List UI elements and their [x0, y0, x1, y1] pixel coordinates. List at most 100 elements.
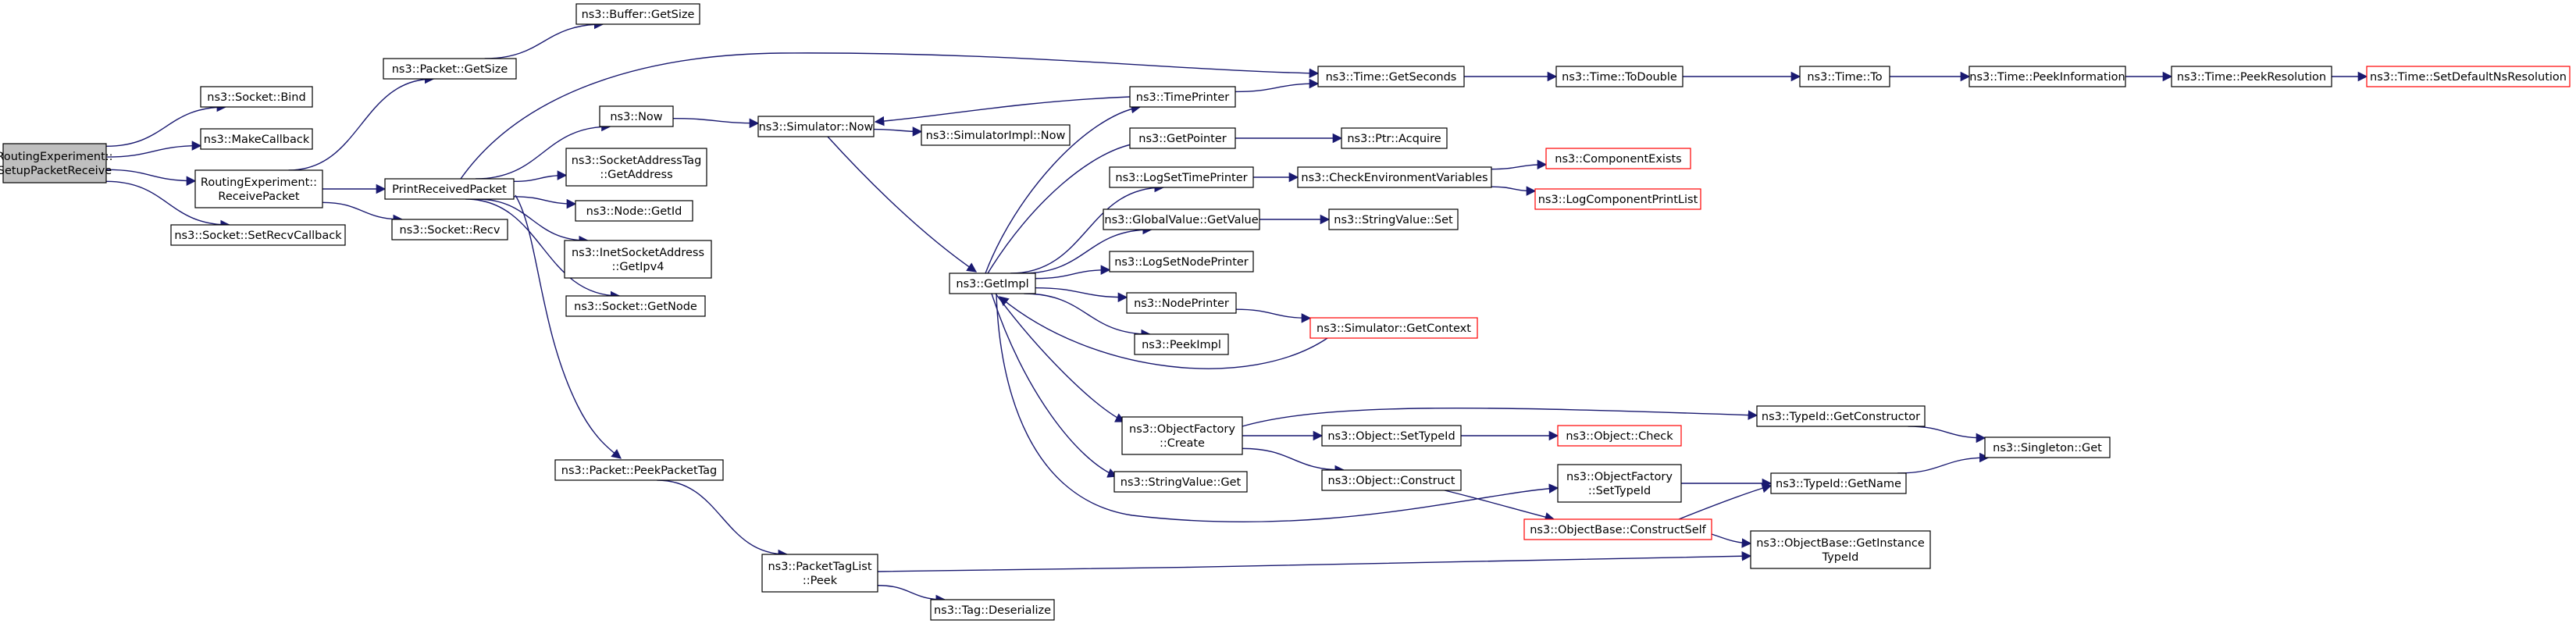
node-box-getnode [565, 295, 706, 317]
node-implnow[interactable]: ns3::SimulatorImpl::Now [921, 124, 1071, 146]
node-makecb[interactable]: ns3::MakeCallback [200, 128, 313, 150]
node-label-compexists-0: ns3::ComponentExists [1555, 153, 1682, 166]
call-edge-constself-to-getinst [1711, 533, 1752, 548]
node-box-ptracq [1341, 127, 1448, 149]
node-peekinfo[interactable]: ns3::Time::PeekInformation [1969, 66, 2126, 87]
node-print[interactable]: PrintReceivedPacket [384, 178, 515, 200]
node-getsec[interactable]: ns3::Time::GetSeconds [1317, 66, 1465, 87]
call-edge-setup-to-receive [105, 169, 197, 187]
node-singleton[interactable]: ns3::Singleton::Get [1984, 436, 2111, 458]
node-label-timeto-0: ns3::Time::To [1807, 71, 1882, 84]
node-ofsettype[interactable]: ns3::ObjectFactory::SetTypeId [1557, 464, 1682, 503]
node-box-logtp [1109, 166, 1254, 188]
node-simctx[interactable]: ns3::Simulator::GetContext [1309, 317, 1478, 339]
node-construct[interactable]: ns3::Object::Construct [1321, 469, 1462, 491]
node-label-inet-0: ns3::InetSocketAddress [572, 247, 704, 259]
node-tprinter[interactable]: ns3::TimePrinter [1129, 86, 1236, 108]
node-tagdes[interactable]: ns3::Tag::Deserialize [930, 599, 1055, 621]
node-compexists[interactable]: ns3::ComponentExists [1545, 148, 1691, 169]
node-label-nprinter-0: ns3::NodePrinter [1134, 297, 1229, 310]
node-box-construct [1321, 469, 1462, 491]
node-getctor[interactable]: ns3::TypeId::GetConstructor [1756, 405, 1926, 427]
call-edge-checkenv-to-compexists [1491, 159, 1548, 170]
node-box-compexists [1545, 148, 1691, 169]
node-setdef[interactable]: ns3::Time::SetDefaultNsResolution [2366, 66, 2571, 87]
node-box-peekinfo [1969, 66, 2126, 87]
node-box-recv [391, 219, 508, 240]
node-ptltag[interactable]: ns3::PacketTagList::Peek [761, 554, 878, 593]
node-ptracq[interactable]: ns3::Ptr::Acquire [1341, 127, 1448, 149]
node-svget[interactable]: ns3::StringValue::Get [1113, 471, 1248, 493]
call-edge-ptltag-to-getinst [877, 550, 1752, 572]
node-label-ofsettype-0: ns3::ObjectFactory [1566, 471, 1673, 483]
call-edge-tprinter-to-getsec [1235, 78, 1320, 93]
node-label-receive-0: RoutingExperiment:: [201, 176, 317, 189]
node-box-peekimpl [1134, 333, 1229, 355]
node-gvget[interactable]: ns3::GlobalValue::GetValue [1103, 208, 1260, 230]
call-edge-getimpl-to-tprinter [985, 103, 1142, 274]
node-box-singleton [1984, 436, 2111, 458]
call-edge-receive-to-pktsize [288, 73, 435, 171]
node-box-tprinter [1129, 86, 1236, 108]
node-setrecv[interactable]: ns3::Socket::SetRecvCallback [170, 224, 346, 246]
node-label-constself-0: ns3::ObjectBase::ConstructSelf [1530, 524, 1706, 536]
node-checkenv[interactable]: ns3::CheckEnvironmentVariables [1297, 166, 1492, 188]
call-edge-ofcreate-to-getctor [1242, 408, 1758, 427]
call-edge-getimpl-to-peekimpl [1024, 293, 1151, 340]
node-satag[interactable]: ns3::SocketAddressTag::GetAddress [565, 148, 707, 187]
node-box-simctx [1309, 317, 1478, 339]
node-label-satag-0: ns3::SocketAddressTag [572, 155, 702, 167]
node-objcheck[interactable]: ns3::Object::Check [1557, 425, 1682, 447]
node-label-ofsettype-1: ::SetTypeId [1588, 485, 1651, 497]
node-label-simnow-0: ns3::Simulator::Now [759, 121, 874, 134]
node-timeto[interactable]: ns3::Time::To [1799, 66, 1890, 87]
call-edge-print-to-peekpkt [515, 194, 622, 459]
node-pktsize[interactable]: ns3::Packet::GetSize [383, 58, 517, 80]
node-label-getptr-0: ns3::GetPointer [1138, 133, 1227, 145]
node-logcomp[interactable]: ns3::LogComponentPrintList [1534, 188, 1701, 210]
node-label-tprinter-0: ns3::TimePrinter [1136, 91, 1230, 104]
node-receive[interactable]: RoutingExperiment::ReceivePacket [194, 169, 323, 208]
node-box-svget [1113, 471, 1248, 493]
node-label-getctor-0: ns3::TypeId::GetConstructor [1762, 411, 1920, 423]
node-getimpl[interactable]: ns3::GetImpl [949, 273, 1036, 294]
node-label-inet-1: ::GetIpv4 [612, 261, 664, 273]
node-label-peekimpl-0: ns3::PeekImpl [1142, 339, 1221, 351]
node-box-setup [2, 143, 107, 183]
node-bind[interactable]: ns3::Socket::Bind [200, 86, 313, 108]
call-edge-print-to-satag [513, 170, 568, 183]
node-label-receive-1: ReceivePacket [218, 191, 300, 203]
node-label-implnow-0: ns3::SimulatorImpl::Now [926, 130, 1066, 142]
node-box-setrecv [170, 224, 346, 246]
node-getname[interactable]: ns3::TypeId::GetName [1770, 472, 1907, 494]
node-ofcreate[interactable]: ns3::ObjectFactory::Create [1121, 416, 1243, 455]
node-svset[interactable]: ns3::StringValue::Set [1328, 208, 1459, 230]
node-label-peekpkt-0: ns3::Packet::PeekPacketTag [561, 465, 717, 477]
node-peekimpl[interactable]: ns3::PeekImpl [1134, 333, 1229, 355]
node-settype[interactable]: ns3::Object::SetTypeId [1321, 425, 1462, 447]
node-nodeid[interactable]: ns3::Node::GetId [575, 200, 693, 222]
node-simnow[interactable]: ns3::Simulator::Now [757, 116, 875, 137]
node-logtp[interactable]: ns3::LogSetTimePrinter [1109, 166, 1254, 188]
node-bufsize[interactable]: ns3::Buffer::GetSize [575, 3, 700, 25]
node-setup[interactable]: RoutingExperiment::SetupPacketReceive [0, 143, 113, 183]
node-constself[interactable]: ns3::ObjectBase::ConstructSelf [1523, 518, 1712, 540]
call-edge-getimpl-to-getptr [987, 139, 1142, 274]
node-nprinter[interactable]: ns3::NodePrinter [1126, 292, 1237, 314]
node-peekres[interactable]: ns3::Time::PeekResolution [2171, 66, 2332, 87]
node-label-svget-0: ns3::StringValue::Get [1121, 476, 1242, 489]
node-inet[interactable]: ns3::InetSocketAddress::GetIpv4 [564, 240, 712, 279]
node-lognp[interactable]: ns3::LogSetNodePrinter [1109, 251, 1254, 273]
node-getptr[interactable]: ns3::GetPointer [1129, 127, 1236, 149]
node-label-setup-1: SetupPacketReceive [0, 165, 112, 177]
node-box-timeto [1799, 66, 1890, 87]
node-peekpkt[interactable]: ns3::Packet::PeekPacketTag [554, 459, 724, 481]
node-now[interactable]: ns3::Now [599, 105, 674, 127]
node-todouble[interactable]: ns3::Time::ToDouble [1555, 66, 1683, 87]
node-box-peekpkt [554, 459, 724, 481]
node-getnode[interactable]: ns3::Socket::GetNode [565, 295, 706, 317]
call-edge-print-to-inet [476, 198, 589, 246]
node-recv[interactable]: ns3::Socket::Recv [391, 219, 508, 240]
call-edge-ptltag-to-tagdes [877, 585, 946, 605]
